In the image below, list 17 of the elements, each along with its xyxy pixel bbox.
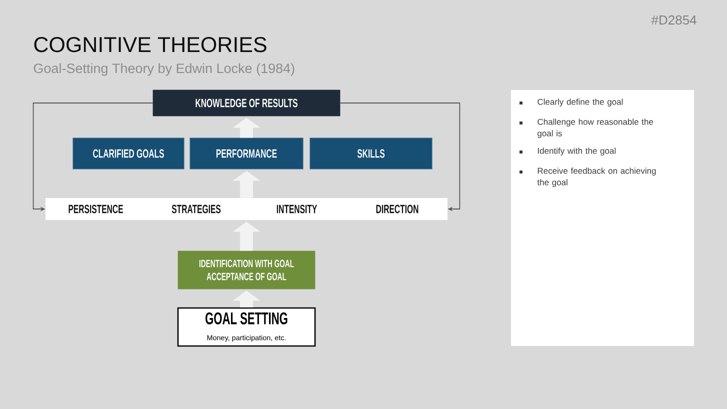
code-label: #D2854 (651, 15, 696, 25)
subtitle: Goal-Setting Theory by Edwin Locke (1984) (34, 63, 294, 76)
bullet-text: Clearly define the goal (538, 98, 623, 107)
band-text: DIRECTION (376, 204, 418, 214)
bullet-text: Receive feedback on achieving the goal (537, 168, 656, 188)
bullet-text: Challenge how reasonable the goal is (538, 118, 654, 138)
bullet-text: Identify with the goal (538, 148, 616, 156)
connector-arrow (340, 102, 460, 212)
header-box: KNOWLEDGE OF RESULTS (152, 90, 340, 116)
band-text: PERSISTENCE (68, 204, 123, 214)
process-box: PERFORMANCE (190, 138, 304, 170)
process-box: SKILLS (310, 138, 432, 170)
title: COGNITIVE THEORIES (34, 37, 266, 52)
band-text: STRATEGIES (172, 204, 221, 214)
band-text: INTENSITY (276, 204, 317, 214)
process-box: CLARIFIED GOALS (72, 138, 184, 170)
process-box: IDENTIFICATION WITH GOAL ACCEPTANCE OF GOAL (178, 250, 316, 290)
